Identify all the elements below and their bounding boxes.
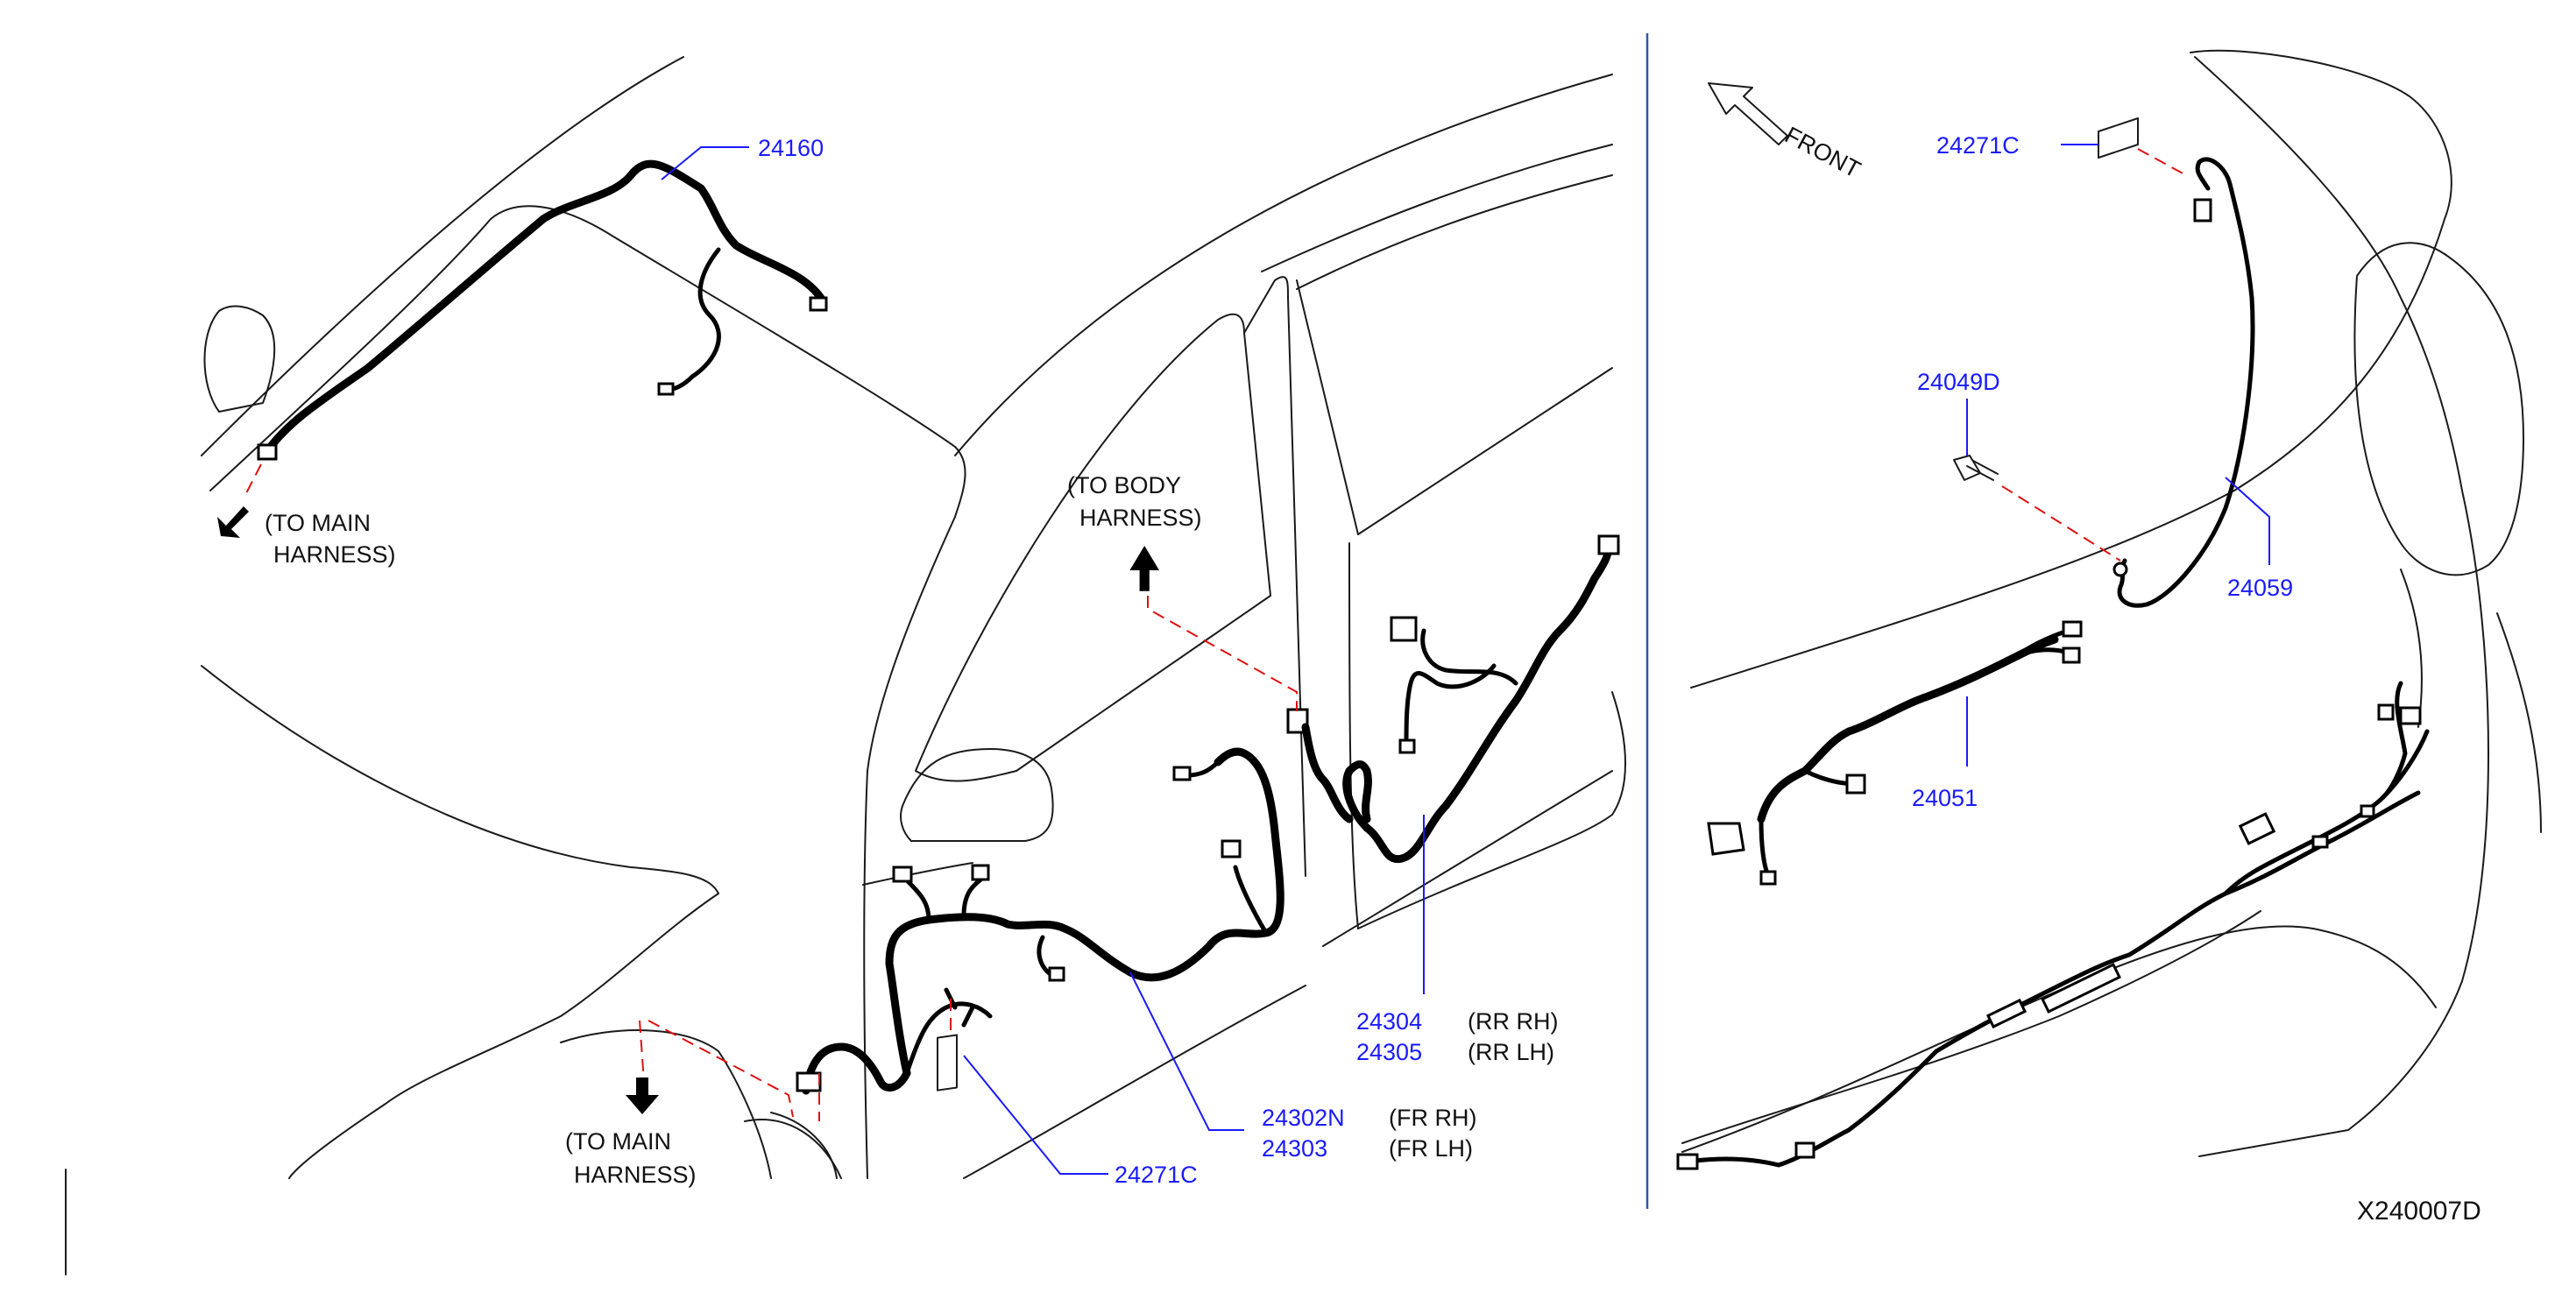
label-24271c-right: 24271C	[1936, 132, 2020, 159]
front-arrow-icon	[1708, 82, 1788, 145]
pos-rr-lh: (RR LH)	[1468, 1039, 1554, 1065]
left-body-outline	[201, 56, 1626, 1179]
front-label: FRONT	[1780, 122, 1865, 183]
label-24271c-left: 24271C	[1115, 1162, 1198, 1188]
harness-24304	[1286, 534, 1620, 864]
dash-to-body	[1147, 596, 1298, 711]
note-to-body-b: HARNESS)	[1079, 505, 1202, 531]
note-to-main-1b: HARNESS)	[273, 541, 396, 568]
note-to-main-1a: (TO MAIN	[265, 510, 371, 536]
label-24051: 24051	[1912, 785, 1978, 811]
leader-24059	[2225, 477, 2270, 565]
label-24304: 24304	[1356, 1008, 1422, 1035]
right-body-outline	[1681, 49, 2542, 1157]
dash-24049d	[2001, 485, 2121, 562]
tape-patch-right	[2098, 117, 2139, 159]
diagram-code: X240007D	[2357, 1197, 2481, 1226]
arrow-to-main-2	[626, 1077, 659, 1114]
label-24059: 24059	[2227, 575, 2293, 601]
dash-to-main-1	[244, 463, 262, 496]
arrow-to-body	[1129, 546, 1159, 591]
label-24049d: 24049D	[1917, 369, 2000, 395]
note-to-main-2a: (TO MAIN	[565, 1128, 671, 1155]
harness-24160	[257, 159, 828, 461]
harness-24059	[2112, 157, 2255, 608]
label-24305: 24305	[1356, 1039, 1422, 1065]
pos-fr-rh: (FR RH)	[1389, 1105, 1476, 1131]
pos-rr-rh: (RR RH)	[1468, 1008, 1558, 1035]
pos-fr-lh: (FR LH)	[1389, 1135, 1473, 1162]
label-24303: 24303	[1262, 1135, 1327, 1162]
dash-24271c-right	[2137, 148, 2187, 176]
leader-24271c-left	[963, 1055, 1108, 1175]
note-to-main-2b: HARNESS)	[574, 1162, 697, 1188]
leader-24160	[661, 146, 749, 180]
label-24160: 24160	[758, 135, 824, 161]
arrow-to-main-1	[217, 506, 249, 538]
dash-to-main-2	[639, 1020, 820, 1121]
label-24302n: 24302N	[1262, 1105, 1345, 1131]
harness-24302n	[796, 747, 1284, 1095]
leader-24302n	[1129, 971, 1244, 1131]
tape-patch-left	[937, 1034, 958, 1092]
note-to-body-a: (TO BODY	[1067, 472, 1181, 498]
harness-side-long	[1676, 681, 2430, 1170]
bolt-24049d	[1953, 455, 1999, 481]
harness-24051	[1707, 620, 2083, 886]
